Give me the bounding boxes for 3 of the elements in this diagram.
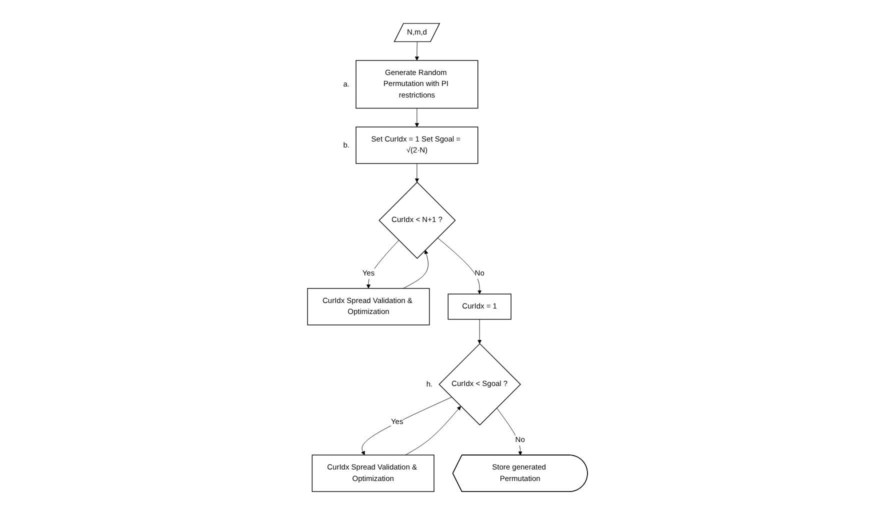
step-label: b.	[343, 140, 350, 150]
step-label: h.	[426, 380, 433, 389]
step-label: a.	[343, 80, 350, 89]
